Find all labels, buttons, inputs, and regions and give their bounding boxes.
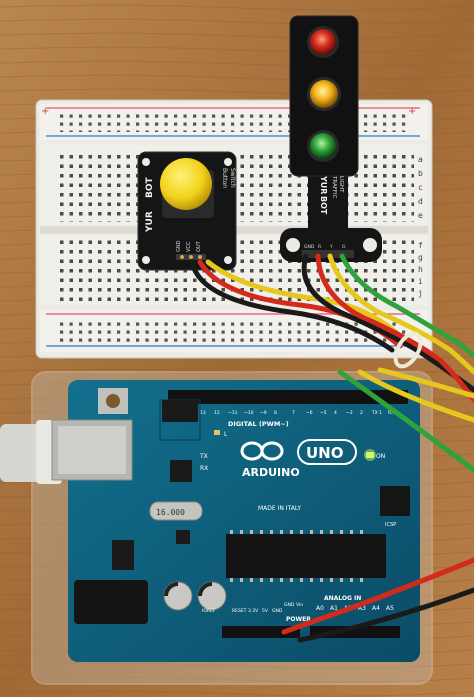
pin-2: 2 bbox=[360, 410, 363, 416]
pin-tx1: TX 1 bbox=[371, 410, 382, 416]
green-led bbox=[310, 133, 336, 159]
pin-9: ~9 bbox=[260, 410, 267, 416]
pin-reset: RESET bbox=[232, 608, 247, 614]
row-letter-d: d bbox=[418, 197, 423, 206]
row-letter-c: c bbox=[418, 183, 423, 192]
button-cap bbox=[160, 158, 212, 210]
traffic-pin-y: Y bbox=[329, 244, 333, 250]
pin-gnd1: GND bbox=[272, 608, 283, 614]
arduino-uno-board: AREF GND 13 12 ~11 ~10 ~9 8 7 ~6 ~5 4 ~3… bbox=[51, 380, 420, 662]
icsp-label: ICSP bbox=[385, 522, 396, 528]
button-brand-2: BOT bbox=[145, 176, 155, 198]
pin-13: 13 bbox=[200, 410, 206, 416]
pin-11: ~11 bbox=[228, 410, 238, 416]
usb-chip bbox=[170, 460, 192, 482]
traffic-brand-2: BOT bbox=[319, 196, 328, 215]
pin-a4: A4 bbox=[372, 605, 380, 612]
pin-4: 4 bbox=[334, 410, 337, 416]
traffic-pin-gnd: GND bbox=[304, 244, 315, 250]
row-letter-a: a bbox=[418, 155, 423, 164]
row-letter-b: b bbox=[418, 169, 423, 178]
pin-12: 12 bbox=[214, 410, 220, 416]
pin-vin: Vin bbox=[296, 602, 303, 608]
pin-gnd2: GND bbox=[284, 602, 295, 608]
tx-label: TX bbox=[199, 453, 208, 460]
button-brand: YUR bbox=[145, 211, 155, 233]
traffic-pin-g: G bbox=[342, 244, 346, 250]
analog-label: ANALOG IN bbox=[324, 595, 361, 602]
button-pin-gnd: GND bbox=[176, 240, 182, 252]
on-label: ON bbox=[376, 453, 385, 460]
traffic-label-2: LIGHT bbox=[338, 176, 344, 193]
row-letter-f: f bbox=[418, 241, 423, 250]
pin-8: 8 bbox=[274, 410, 277, 416]
pin-6: ~6 bbox=[306, 410, 313, 416]
pin-3: ~3 bbox=[346, 410, 353, 416]
row-letter-j: j bbox=[418, 289, 423, 298]
svg-text:ARDUINO: ARDUINO bbox=[242, 466, 300, 479]
button-pin-out: OUT bbox=[196, 240, 202, 252]
pin-a1: A1 bbox=[330, 605, 338, 612]
pin-a3: A3 bbox=[358, 605, 366, 612]
atmega-chip bbox=[226, 534, 386, 578]
jumper-wires bbox=[189, 253, 474, 643]
power-label: POWER bbox=[286, 616, 311, 623]
pin-5v: 5V bbox=[262, 608, 269, 614]
traffic-label-1: TRAFFIC bbox=[331, 175, 337, 199]
traffic-light-module: YUR BOT TRAFFIC LIGHT GND R Y G bbox=[280, 15, 382, 262]
yellow-led bbox=[310, 80, 338, 108]
pin-a0: A0 bbox=[316, 605, 324, 612]
button-switch-module: YUR BOT Button Switch GND VCC OUT bbox=[137, 151, 237, 271]
red-led bbox=[310, 29, 336, 55]
button-pin-vcc: VCC bbox=[186, 241, 192, 252]
digital-label: DIGITAL (PWM~) bbox=[228, 420, 289, 428]
l-label: L bbox=[224, 431, 228, 438]
pin-5: ~5 bbox=[320, 410, 327, 416]
on-led bbox=[366, 452, 374, 458]
row-letter-g: g bbox=[418, 253, 423, 262]
uno-model: UNO bbox=[306, 444, 344, 462]
pin-a5: A5 bbox=[386, 605, 394, 612]
button-label-2: Switch bbox=[229, 168, 236, 188]
rail-plus-mark: + bbox=[41, 106, 49, 117]
power-header bbox=[222, 626, 300, 638]
icsp-header bbox=[380, 486, 410, 516]
arduino-logo: ARDUINO bbox=[240, 441, 300, 479]
icsp-header-top bbox=[162, 400, 198, 422]
made-in-label: MADE IN ITALY bbox=[258, 505, 301, 512]
rail-plus-mark-right: + bbox=[408, 106, 416, 117]
traffic-brand: YUR bbox=[319, 175, 328, 194]
pin-10: ~10 bbox=[244, 410, 254, 416]
pin-3v3: 3.3V bbox=[248, 608, 259, 614]
pin-ioref: IOREF bbox=[202, 608, 216, 614]
pin-7: 7 bbox=[292, 410, 295, 416]
traffic-pin-r: R bbox=[318, 244, 321, 250]
crystal-label: 16.000 bbox=[156, 508, 185, 517]
button-label-1: Button bbox=[221, 168, 228, 188]
row-letter-e: e bbox=[418, 211, 423, 220]
digital-header bbox=[168, 390, 408, 404]
row-letter-h: h bbox=[418, 265, 423, 274]
rx-label: RX bbox=[200, 465, 208, 472]
row-letter-i: i bbox=[418, 277, 423, 286]
